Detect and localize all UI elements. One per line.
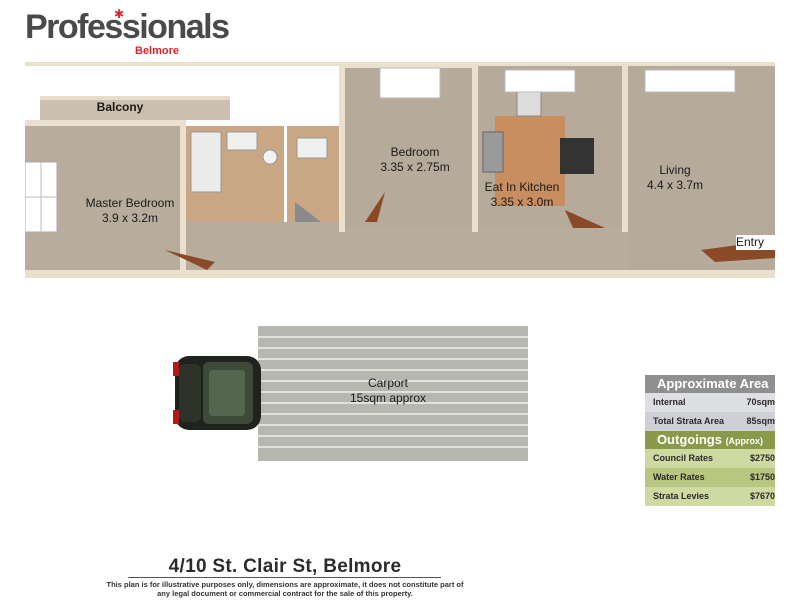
- outgoings-title: Outgoings: [656, 432, 722, 447]
- room-dims: 15sqm approx: [349, 391, 427, 405]
- row-value: $2750: [749, 453, 775, 463]
- room-label-master-bedroom: Master Bedroom 3.9 x 3.2m: [70, 196, 190, 226]
- outgoings-note: (Approx): [725, 436, 764, 446]
- room-label-carport: Carport 15sqm approx: [318, 376, 458, 406]
- brand-logo-wordmark: Professionals: [25, 8, 230, 46]
- row-label: Strata Levies: [653, 491, 710, 501]
- property-address: 4/10 St. Clair St, Belmore: [168, 556, 402, 577]
- car-icon: [173, 356, 261, 430]
- row-label: Total Strata Area: [653, 416, 725, 426]
- info-table: Approximate Area Internal 70sqm Total St…: [645, 375, 775, 509]
- room-dims: 3.9 x 3.2m: [101, 211, 159, 225]
- room-name: Master Bedroom: [85, 196, 175, 210]
- star-icon: ✱: [114, 7, 125, 21]
- row-label: Council Rates: [653, 453, 714, 463]
- room-name: Bedroom: [390, 145, 440, 159]
- room-dims: 3.35 x 3.0m: [490, 195, 554, 209]
- room-label-kitchen: Eat In Kitchen 3.35 x 3.0m: [472, 180, 572, 210]
- brand-office: Belmore: [135, 45, 180, 57]
- row-label: Water Rates: [653, 472, 705, 482]
- room-dims: 3.35 x 2.75m: [380, 160, 450, 174]
- row-value: 70sqm: [746, 397, 775, 407]
- row-value: 85sqm: [746, 416, 775, 426]
- floor-plan: [25, 62, 775, 282]
- row-label: Internal: [653, 397, 686, 407]
- room-label-entry: Entry: [736, 235, 776, 250]
- balcony-area: [40, 98, 230, 120]
- room-name: Living: [659, 163, 691, 177]
- room-label-living: Living 4.4 x 3.7m: [640, 163, 710, 193]
- row-value: $1750: [749, 472, 775, 482]
- room-label-balcony: Balcony: [96, 100, 144, 114]
- table-row: Internal 70sqm: [645, 393, 775, 412]
- divider: [128, 577, 441, 578]
- outgoings-table-title: Outgoings (Approx): [645, 431, 775, 449]
- room-name: Carport: [367, 376, 408, 390]
- room-dims: 4.4 x 3.7m: [646, 178, 704, 192]
- area-table-title: Approximate Area: [645, 375, 775, 393]
- table-row: Strata Levies $7670: [645, 487, 775, 506]
- disclaimer-text: This plan is for illustrative purposes o…: [106, 580, 464, 598]
- table-row: Water Rates $1750: [645, 468, 775, 487]
- table-row: Total Strata Area 85sqm: [645, 412, 775, 431]
- room-name: Eat In Kitchen: [484, 180, 560, 194]
- table-row: Council Rates $2750: [645, 449, 775, 468]
- carport-area: [258, 326, 528, 461]
- room-label-bedroom: Bedroom 3.35 x 2.75m: [370, 145, 460, 175]
- row-value: $7670: [749, 491, 775, 501]
